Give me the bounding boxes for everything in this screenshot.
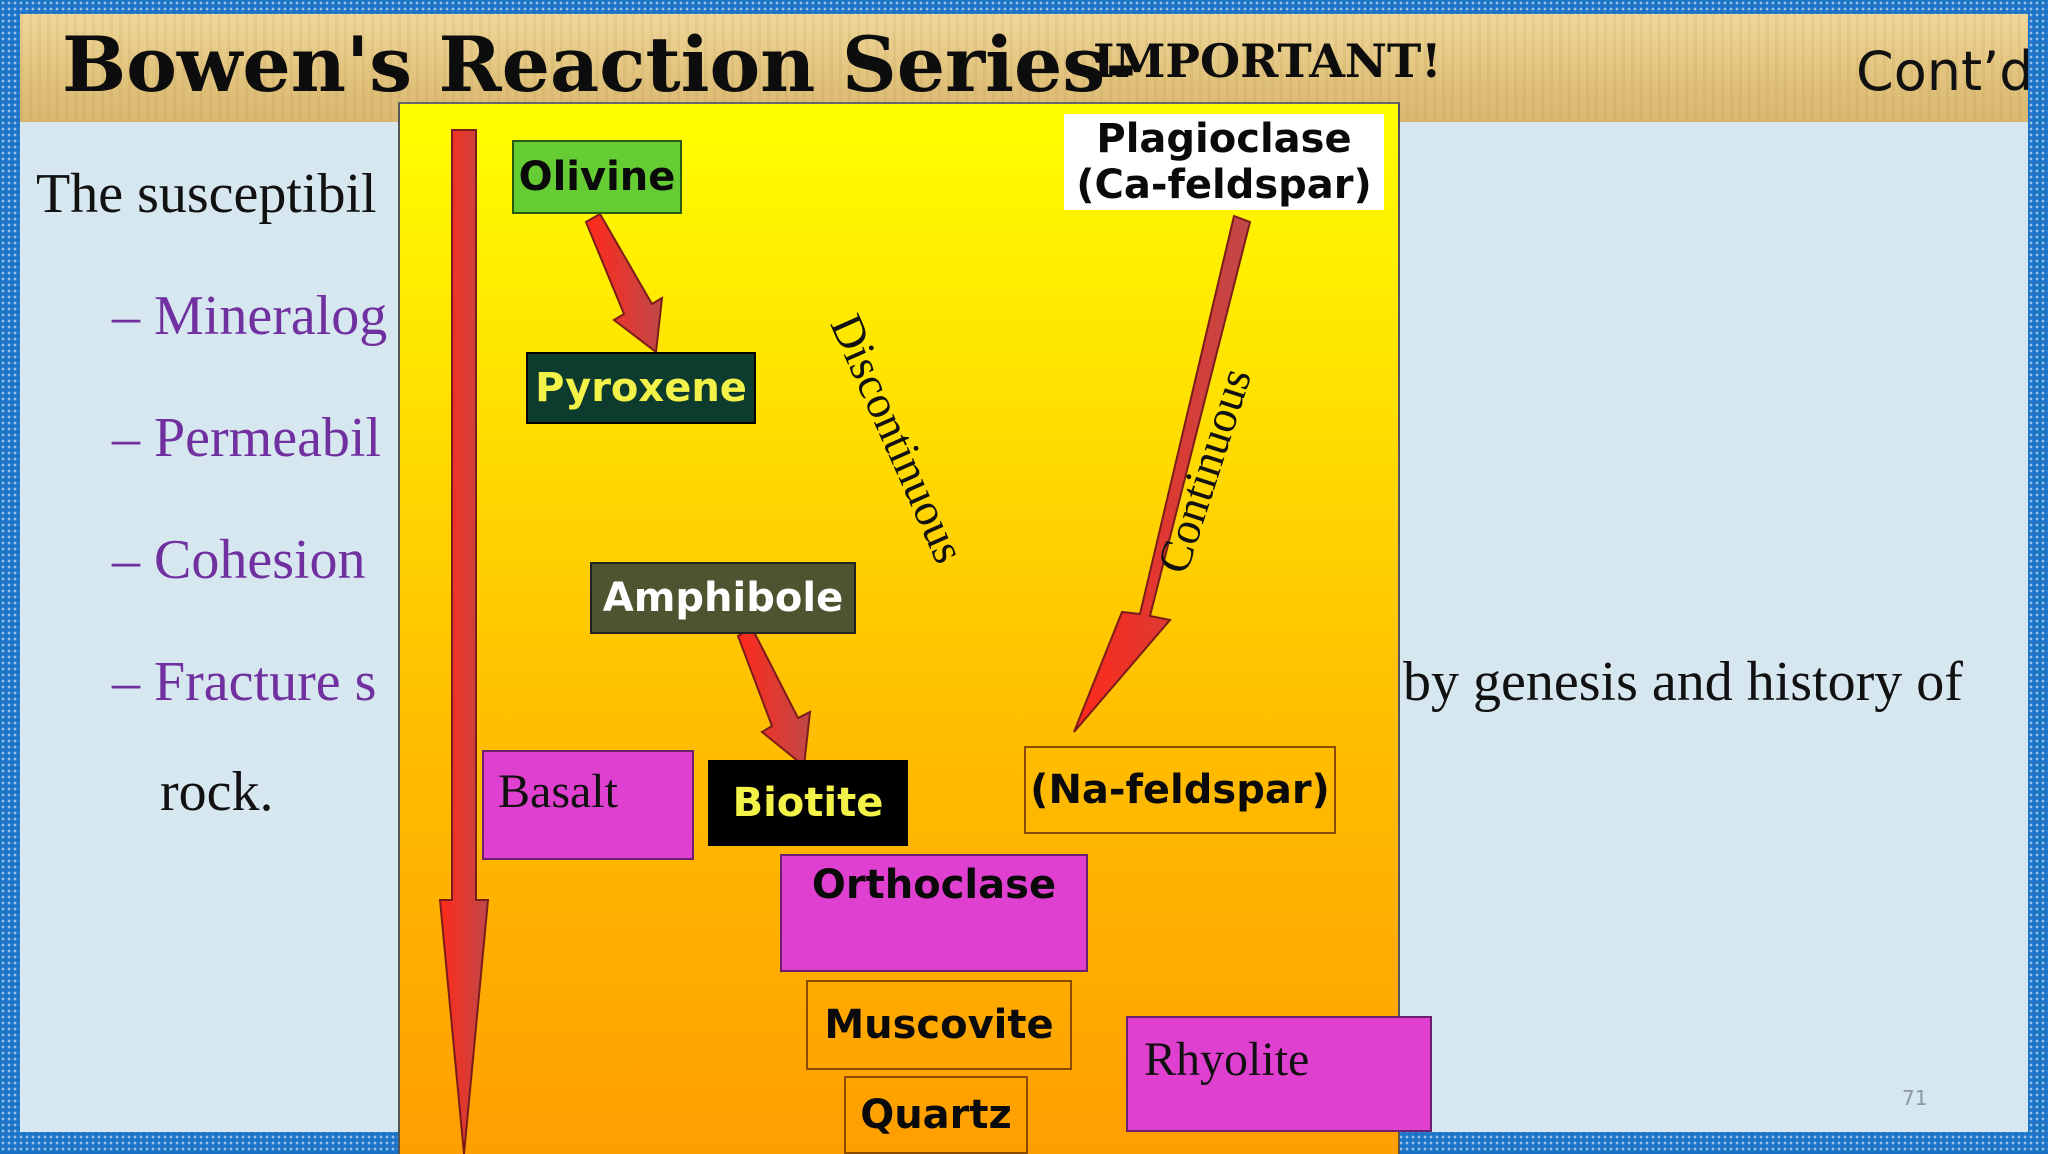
bullet-permeability: – Permeabil [112,406,381,470]
bullet-dash: – [112,529,140,591]
fracture-tail-text: by genesis and history of [1403,651,1963,713]
bullet-text: Mineralog [154,285,388,347]
rhyolite-box: Rhyolite [1126,1016,1432,1132]
quartz-box: Quartz [844,1076,1028,1154]
bowen-diagram: Olivine Pyroxene Amphibole Biotite Plagi… [398,102,1400,1154]
bullet-text: Fracture s [154,651,377,713]
orthoclase-box: Orthoclase [780,854,1088,972]
pyroxene-box: Pyroxene [526,352,756,424]
intro-text: The susceptibil [36,163,377,225]
ca-feldspar-label: (Ca-feldspar) [1076,162,1372,208]
bullet-text: Permeabil [154,407,382,469]
bullet-dash: – [112,407,140,469]
amphibole-box: Amphibole [590,562,856,634]
temperature-arrow [438,129,490,1154]
arrow-amphibole-biotite [736,626,812,768]
basalt-box: Basalt [482,750,694,860]
important-label: IMPORTANT! [1093,34,1442,88]
bullet-text: Cohesion [154,529,366,591]
bullet-fracture: – Fracture s [112,650,376,714]
bullet-mineralogy: – Mineralog [112,284,387,348]
muscovite-box: Muscovite [806,980,1072,1070]
contd-label: Cont’d [1856,40,2028,103]
arrow-continuous [1073,214,1252,733]
plagioclase-label: Plagioclase [1096,116,1352,162]
biotite-box: Biotite [708,760,908,846]
arrow-olivine-pyroxene [584,212,664,354]
slide-title: Bowen's Reaction Series- [62,20,1137,109]
plagioclase-box: Plagioclase (Ca-feldspar) [1064,114,1384,210]
na-feldspar-box: (Na-feldspar) [1024,746,1336,834]
arrows-layer [438,129,1252,1154]
rock-text: rock. [160,761,274,823]
olivine-box: Olivine [512,140,682,214]
bullet-dash: – [112,651,140,713]
page-number: 71 [1902,1086,1928,1110]
bullet-cohesion: – Cohesion [112,528,366,592]
bullet-dash: – [112,285,140,347]
